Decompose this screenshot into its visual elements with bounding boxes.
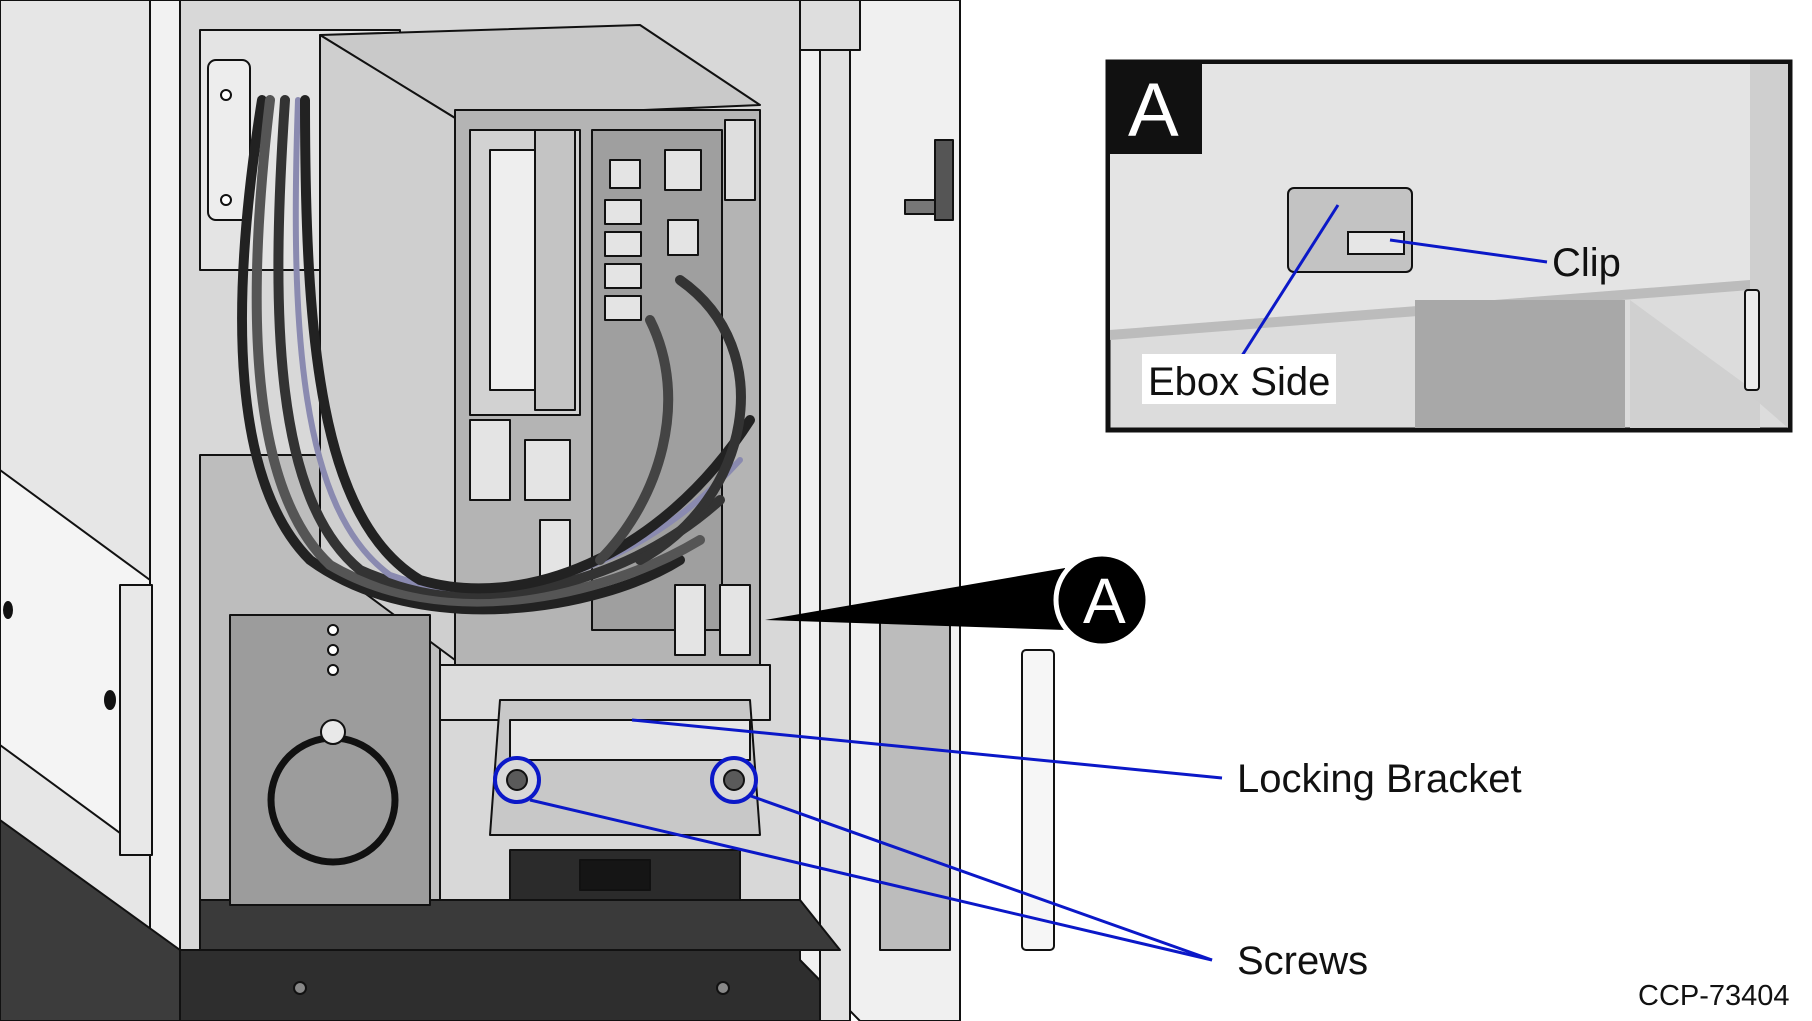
screw-left: [493, 756, 541, 804]
detail-callout-marker: [1053, 551, 1151, 649]
label-screws: Screws: [1237, 939, 1368, 983]
inset-marker-letter: A: [1128, 68, 1179, 153]
screw-right: [710, 756, 758, 804]
label-ebox-side-backdrop: [1142, 354, 1336, 404]
label-clip: Clip: [1552, 241, 1621, 285]
power-supply-module: [229, 614, 431, 906]
ebox-side-surface: [1110, 64, 1750, 330]
leader-ebox-side: [1236, 204, 1340, 363]
cable-clamp: [207, 59, 251, 221]
cabinet-front-bezel: [149, 0, 181, 956]
clip-tab: [1287, 187, 1413, 273]
figure-id: CCP-73404: [1638, 980, 1790, 1012]
floor-tray: [199, 899, 841, 951]
detail-callout-cone: [765, 568, 1065, 630]
cabinet-base: [0, 819, 181, 1021]
label-ebox-side: Ebox Side: [1148, 360, 1330, 404]
leader-locking-bracket: [631, 718, 1223, 780]
leader-screw-right: [747, 793, 1213, 962]
cabinet-illustration: [0, 0, 1055, 1021]
leader-screw-left: [529, 798, 1213, 962]
leader-clip: [1389, 238, 1548, 264]
inset-marker-box: [1110, 64, 1202, 154]
leader-lines: [529, 204, 1548, 962]
cable-bundle: [237, 95, 755, 615]
detail-inset: A: [1105, 59, 1793, 433]
ebox-ports: [469, 149, 751, 656]
label-locking-bracket: Locking Bracket: [1237, 757, 1522, 801]
detail-callout-letter: A: [1083, 565, 1126, 637]
